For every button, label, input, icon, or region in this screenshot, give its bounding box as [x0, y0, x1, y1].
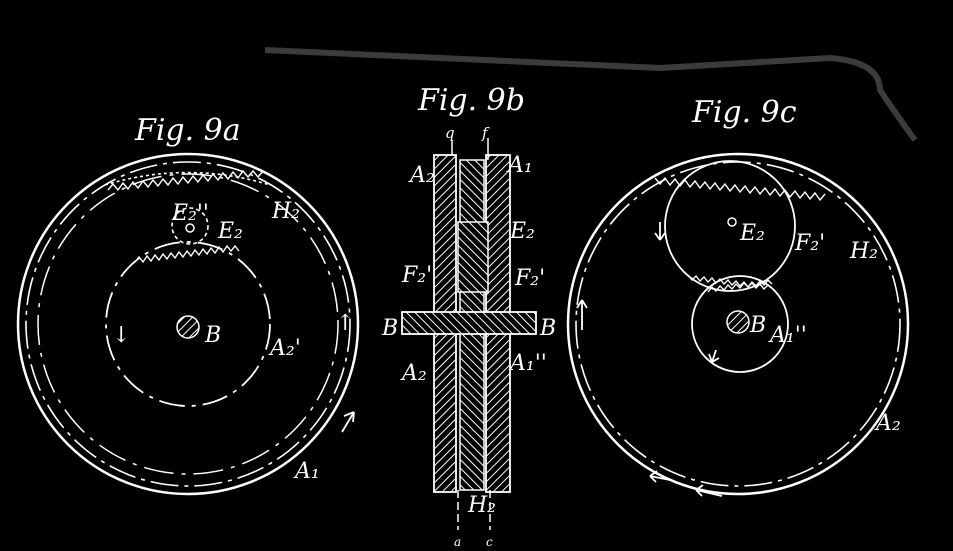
fig-9a-outer-ring-A1 [16, 152, 360, 496]
fig-9b-label-a: a [454, 535, 461, 549]
fig-9b-label-c: c [486, 535, 493, 549]
fig-9b-label-A2-top: A₂ [408, 163, 435, 188]
fig-9c-label-B: B [749, 313, 766, 338]
fig-9a-gear-teeth-top [107, 169, 264, 192]
fig-9c-title: Fig. 9c [691, 95, 797, 130]
fig-9c-sun-gear-A1pp [691, 275, 789, 373]
fig-9a-planet-center [185, 223, 195, 233]
fig-9c-outer-ring-A2 [566, 152, 910, 496]
fig-9c-label-H2: H₂ [849, 239, 878, 264]
fig-9c-internal-gear-teeth [654, 176, 826, 202]
fig-9a-sun-gear-A2p [105, 241, 271, 407]
fig-9b-label-H2: H₂ [467, 493, 496, 518]
fig-9c-arrow-left-side [576, 299, 588, 330]
fig-9b-label-F2p-left: F₂' [401, 263, 432, 288]
fig-9b-label-A2-bottom: A₂ [400, 361, 427, 386]
fig-9c-planet-center [727, 217, 737, 227]
fig-9a-arrow-left: ↓ [112, 323, 130, 348]
fig-9c-arrow-sun [708, 349, 720, 363]
fig-9b-label-B-right: B [539, 316, 556, 341]
fig-9c-arrow-bottom-1 [649, 470, 671, 483]
fig-9b-label-A1-top: A₁ [506, 153, 533, 178]
fig-9a-rotation-arrow [341, 411, 355, 433]
fig-9a-label-E2: E₂ [217, 219, 243, 244]
figure-9c: Fig. 9c E₂ F₂' H₂ B A₁'' A₂ [566, 95, 910, 497]
fig-9a-shaft-B [176, 315, 200, 339]
fig-9b-label-E2: E₂ [509, 219, 535, 244]
fig-9b-gear-E2-block [457, 221, 489, 293]
fig-9a-label-A1: A₁ [293, 459, 320, 484]
figure-9a: Fig. 9a E₂'' E₂ H₂ B A₂' A₁ ↓ ↑ [16, 113, 360, 496]
fig-9b-label-q: q [445, 124, 455, 142]
fig-9b-label-A1pp: A₁'' [508, 351, 547, 376]
fig-9c-shaft-B [726, 310, 750, 334]
fig-9c-arrow-bottom-2 [695, 484, 723, 497]
scan-smudge [264, 47, 918, 142]
fig-9b-shaft-B [401, 311, 537, 335]
fig-9a-arrow-right: ↑ [336, 311, 354, 336]
fig-9a-internal-gear-H2 [104, 171, 271, 186]
fig-9a-label-H2: H₂ [271, 199, 300, 224]
fig-9a-label-E2pp: E₂'' [171, 201, 209, 226]
fig-9c-sun-teeth [707, 278, 773, 293]
fig-9c-label-A1pp: A₁'' [768, 323, 807, 348]
fig-9c-planet-gear-F2p [664, 160, 796, 292]
fig-9a-label-A2p: A₂' [268, 336, 301, 361]
fig-9c-label-F2p: F₂' [794, 231, 825, 256]
figure-9b: Fig. 9b q f A₂ A₁ E₂ F₂' F₂' B B A₂ A₁''… [381, 83, 556, 549]
fig-9b-title: Fig. 9b [417, 83, 525, 118]
fig-9c-arrow-planet [654, 222, 666, 241]
fig-9a-title: Fig. 9a [134, 113, 241, 148]
fig-9a-dashed-ring [25, 161, 351, 487]
fig-9c-label-E2: E₂ [739, 221, 765, 246]
fig-9b-label-F2p-right: F₂' [514, 266, 545, 291]
fig-9c-label-A2: A₂ [874, 411, 901, 436]
fig-9a-inner-dashed-ring [37, 173, 339, 475]
fig-9c-planet-teeth [687, 274, 769, 291]
fig-9b-label-f: f [481, 124, 490, 142]
fig-9a-planet-gear-E2 [171, 207, 209, 245]
fig-9a-label-B: B [204, 323, 221, 348]
fig-9a-sun-gear-teeth [134, 244, 240, 264]
fig-9b-label-B-left: B [381, 316, 398, 341]
